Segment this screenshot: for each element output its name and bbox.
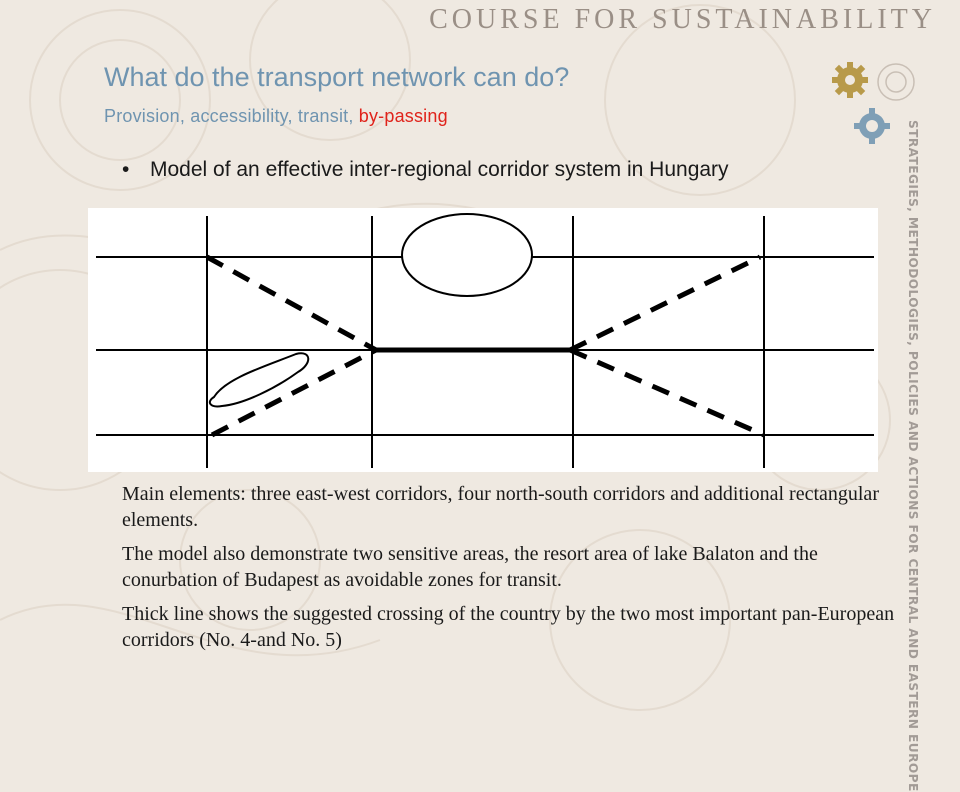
sustainability-logo: [832, 62, 915, 144]
dashed-corridor-line: [205, 254, 378, 353]
dashed-corridor-line: [568, 347, 766, 438]
gear-icon: [854, 108, 890, 144]
bullet-dot: •: [122, 158, 130, 181]
bullet-item: • Model of an effective inter-regional co…: [122, 158, 729, 182]
subtitle-highlight: by-passing: [358, 106, 448, 126]
dashed-corridor-line: [568, 254, 762, 353]
body-paragraph: The model also demonstrate two sensitive…: [122, 543, 818, 591]
lake-balaton-area: [208, 352, 310, 408]
body-paragraph: Main elements: three east-west corridors…: [122, 483, 879, 531]
body-paragraph: Thick line shows the suggested crossing …: [122, 603, 895, 651]
bullet-text: Model of an effective inter-regional cor…: [150, 158, 729, 181]
body-text: Main elements: three east-west corridors…: [122, 481, 902, 661]
dashed-corridor-line: [210, 347, 378, 438]
slide-subtitle: Provision, accessibility, transit, by-pa…: [104, 106, 448, 127]
slide-title: What do the transport network can do?: [104, 62, 570, 92]
course-title: COURSE FOR SUSTAINABILITY: [429, 4, 936, 35]
corridor-diagram: [88, 208, 878, 472]
subtitle-text: Provision, accessibility, transit,: [104, 106, 359, 126]
budapest-conurbation-area: [401, 213, 533, 297]
